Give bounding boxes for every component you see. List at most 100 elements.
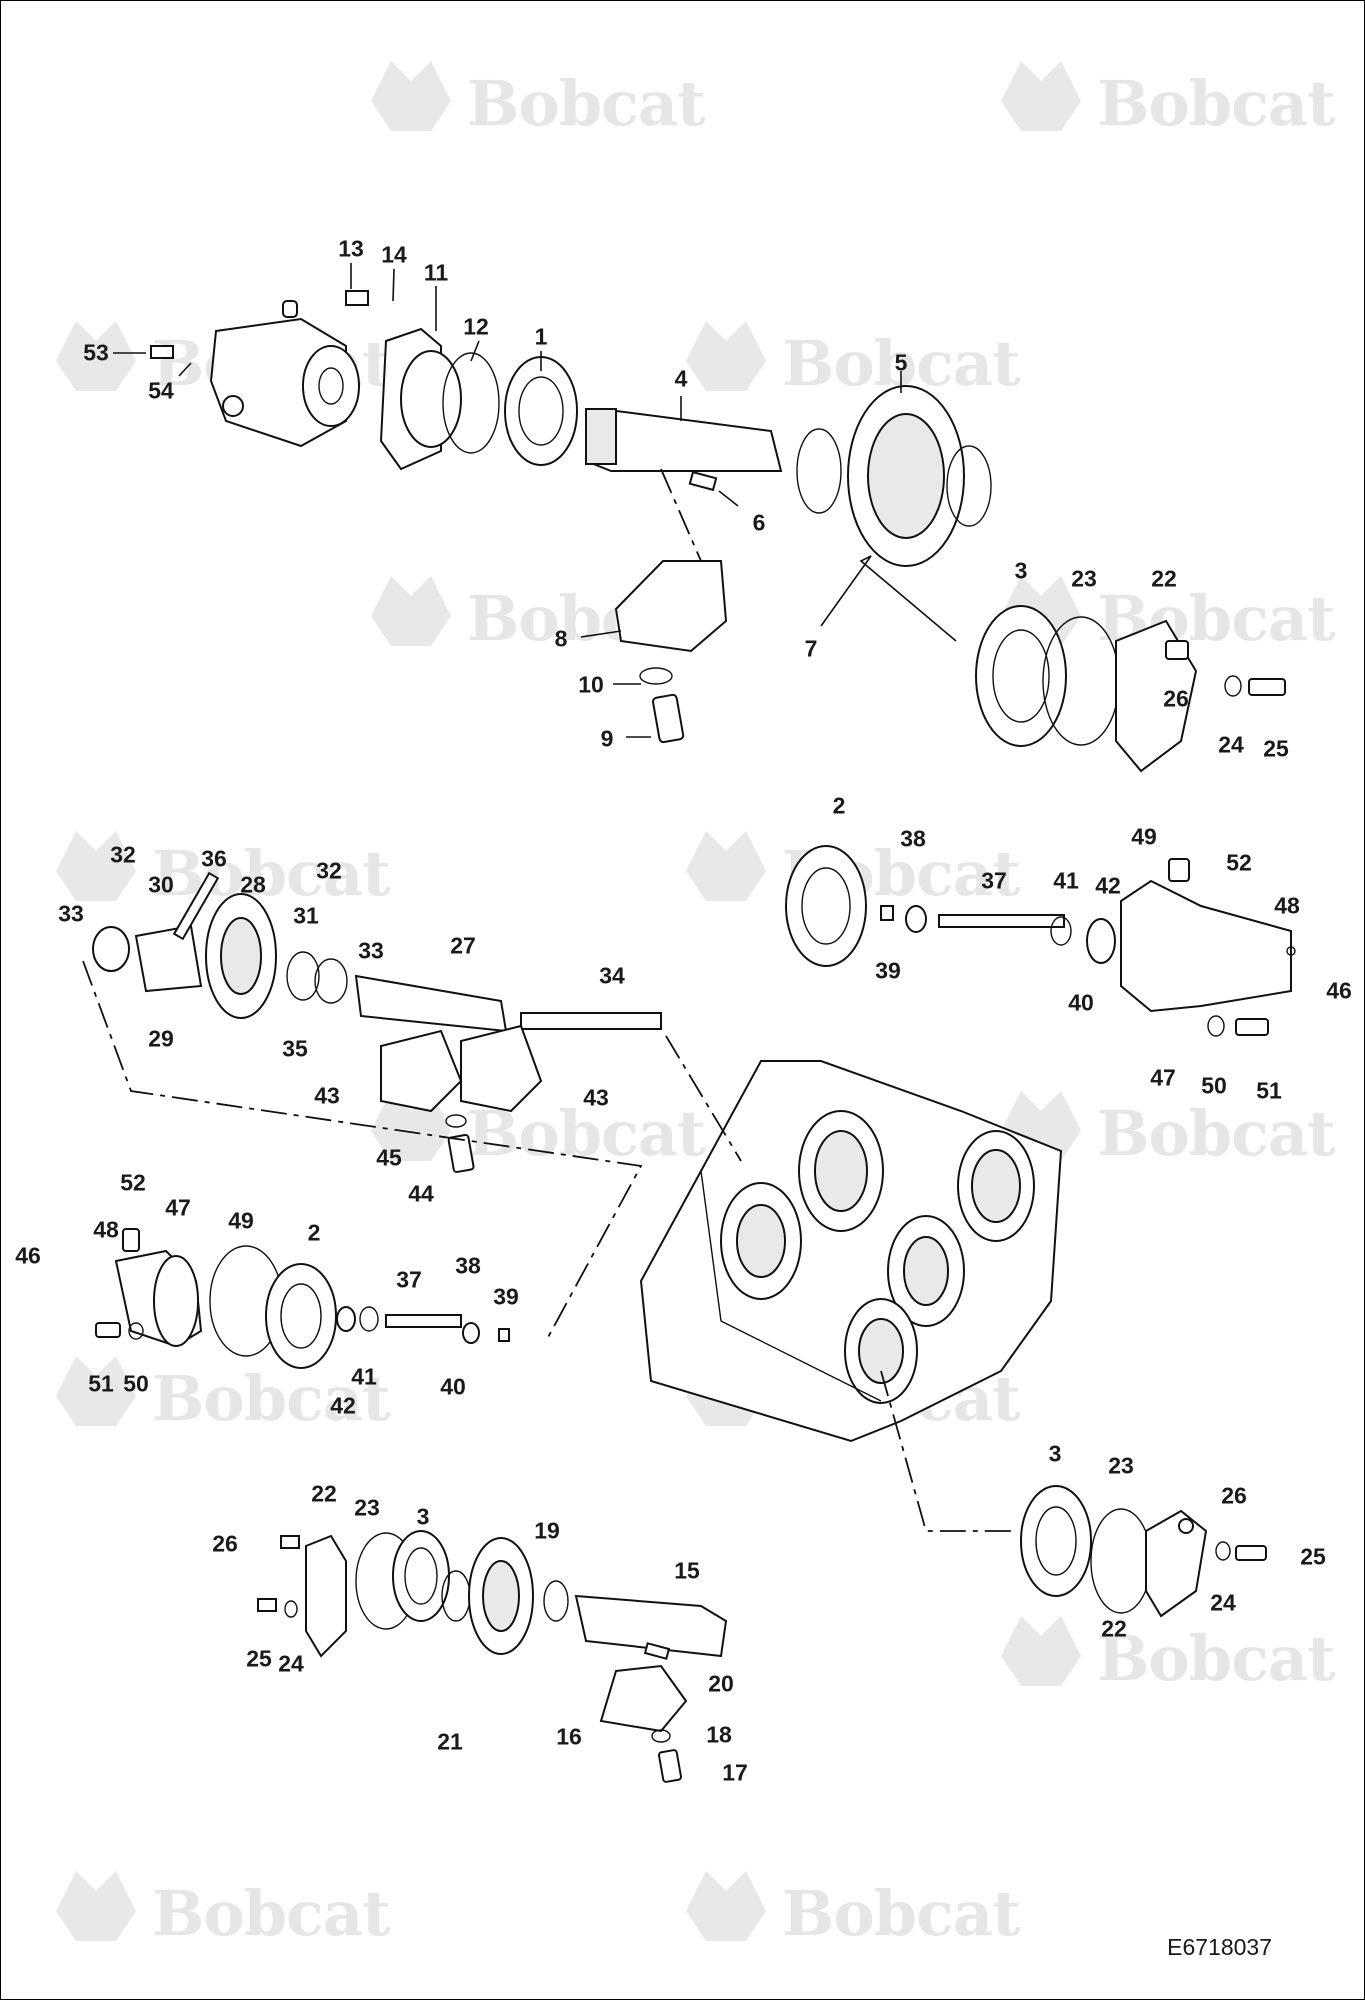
callout-5: 5 xyxy=(894,349,908,376)
watermark-logo: Bobcat xyxy=(686,1871,1022,1950)
callout-25: 25 xyxy=(1300,1543,1326,1570)
washer-part xyxy=(651,1729,671,1743)
callout-3: 3 xyxy=(1014,557,1028,584)
shaft-part xyxy=(520,1012,662,1030)
watermark-text: Bobcat xyxy=(1097,1622,1336,1695)
cover-plate-part xyxy=(305,1534,347,1658)
callout-24: 24 xyxy=(278,1650,304,1677)
watermark-text: Bobcat xyxy=(782,1877,1021,1950)
bearing-part xyxy=(785,845,867,967)
leader-line xyxy=(718,490,739,507)
snap-ring-part xyxy=(543,1580,569,1622)
drawing-reference-code: E6718037 xyxy=(1167,1934,1272,1960)
bearing-cap-part xyxy=(460,1024,543,1113)
screw-part xyxy=(257,1598,277,1612)
bearing-part xyxy=(975,605,1067,747)
shaft-part xyxy=(938,914,1065,928)
callout-42: 42 xyxy=(330,1392,356,1419)
callout-51: 51 xyxy=(88,1370,114,1397)
callout-21: 21 xyxy=(437,1728,463,1755)
callout-33: 33 xyxy=(58,900,84,927)
watermark-logo: Bobcat xyxy=(56,1356,392,1435)
bearing-part xyxy=(392,1530,450,1622)
seal-part xyxy=(462,1322,480,1344)
callout-9: 9 xyxy=(600,725,614,752)
callout-49: 49 xyxy=(228,1207,254,1234)
collar-part xyxy=(134,924,203,993)
callout-41: 41 xyxy=(351,1363,377,1390)
callout-3: 3 xyxy=(416,1503,430,1530)
callout-38: 38 xyxy=(455,1252,481,1279)
watermark-logo: Bobcat xyxy=(56,1871,392,1950)
callout-31: 31 xyxy=(293,902,319,929)
washer-part xyxy=(284,1600,298,1618)
bearing-part xyxy=(265,1263,337,1369)
callout-26: 26 xyxy=(212,1530,238,1557)
washer-part xyxy=(445,1114,467,1128)
leader-line xyxy=(470,340,480,362)
callout-53: 53 xyxy=(83,339,109,366)
balancer-assembly-left xyxy=(92,871,662,1173)
callout-24: 24 xyxy=(1210,1589,1236,1616)
callout-25: 25 xyxy=(246,1645,272,1672)
screw-part xyxy=(280,1535,300,1549)
cover-assembly-upper-right xyxy=(975,605,1286,773)
assembly-path-line xyxy=(880,1370,1011,1532)
o-ring-part xyxy=(359,1306,379,1332)
o-ring-part xyxy=(1090,1508,1152,1614)
drive-assembly-lower-left xyxy=(95,1228,510,1369)
pin-part xyxy=(1286,946,1296,956)
callout-3: 3 xyxy=(1048,1440,1062,1467)
callout-25: 25 xyxy=(1263,735,1289,762)
pump-flange-part xyxy=(302,345,360,427)
callout-37: 37 xyxy=(981,867,1007,894)
callout-52: 52 xyxy=(1226,849,1252,876)
callout-2: 2 xyxy=(307,1219,321,1246)
o-ring-part xyxy=(442,352,500,454)
callout-23: 23 xyxy=(354,1494,380,1521)
callout-23: 23 xyxy=(1071,565,1097,592)
washer-part xyxy=(1224,675,1242,697)
callout-27: 27 xyxy=(450,932,476,959)
callout-22: 22 xyxy=(311,1480,337,1507)
leader-line xyxy=(820,555,957,642)
pump-port-part xyxy=(222,395,244,417)
watermark-text: Bobcat xyxy=(467,67,706,140)
watermark-logo: Bobcat xyxy=(1001,1091,1337,1170)
nut-part xyxy=(498,1328,510,1342)
bearing-part xyxy=(1020,1485,1092,1597)
snap-ring-part xyxy=(286,951,320,1001)
callout-51: 51 xyxy=(1256,1077,1282,1104)
leader-line xyxy=(580,630,622,638)
pump-drive-assembly xyxy=(150,290,992,744)
callout-47: 47 xyxy=(165,1194,191,1221)
bolt-part xyxy=(658,1749,682,1783)
leader-line xyxy=(178,362,192,377)
fitting-part xyxy=(1168,858,1190,882)
callout-39: 39 xyxy=(875,957,901,984)
seal-part xyxy=(336,1306,356,1332)
callout-39: 39 xyxy=(493,1283,519,1310)
seal-part xyxy=(905,905,927,933)
callout-30: 30 xyxy=(148,871,174,898)
cover-assembly-lower-right xyxy=(1020,1485,1267,1618)
bearing-cap-part xyxy=(380,1029,463,1113)
callout-17: 17 xyxy=(722,1759,748,1786)
callout-8: 8 xyxy=(554,625,568,652)
key-part xyxy=(643,1642,671,1660)
callout-32: 32 xyxy=(110,841,136,868)
leader-lines xyxy=(113,263,957,738)
callout-11: 11 xyxy=(423,259,449,286)
screw-part xyxy=(150,345,174,359)
watermark-text: Bobcat xyxy=(152,837,391,910)
seal-part xyxy=(1086,918,1116,964)
callout-43: 43 xyxy=(583,1084,609,1111)
flange-seal-part xyxy=(400,350,462,448)
callout-52: 52 xyxy=(120,1169,146,1196)
callout-12: 12 xyxy=(463,313,489,340)
bushing-part xyxy=(92,926,130,972)
bolt-part xyxy=(447,1133,475,1173)
callout-6: 6 xyxy=(752,509,766,536)
